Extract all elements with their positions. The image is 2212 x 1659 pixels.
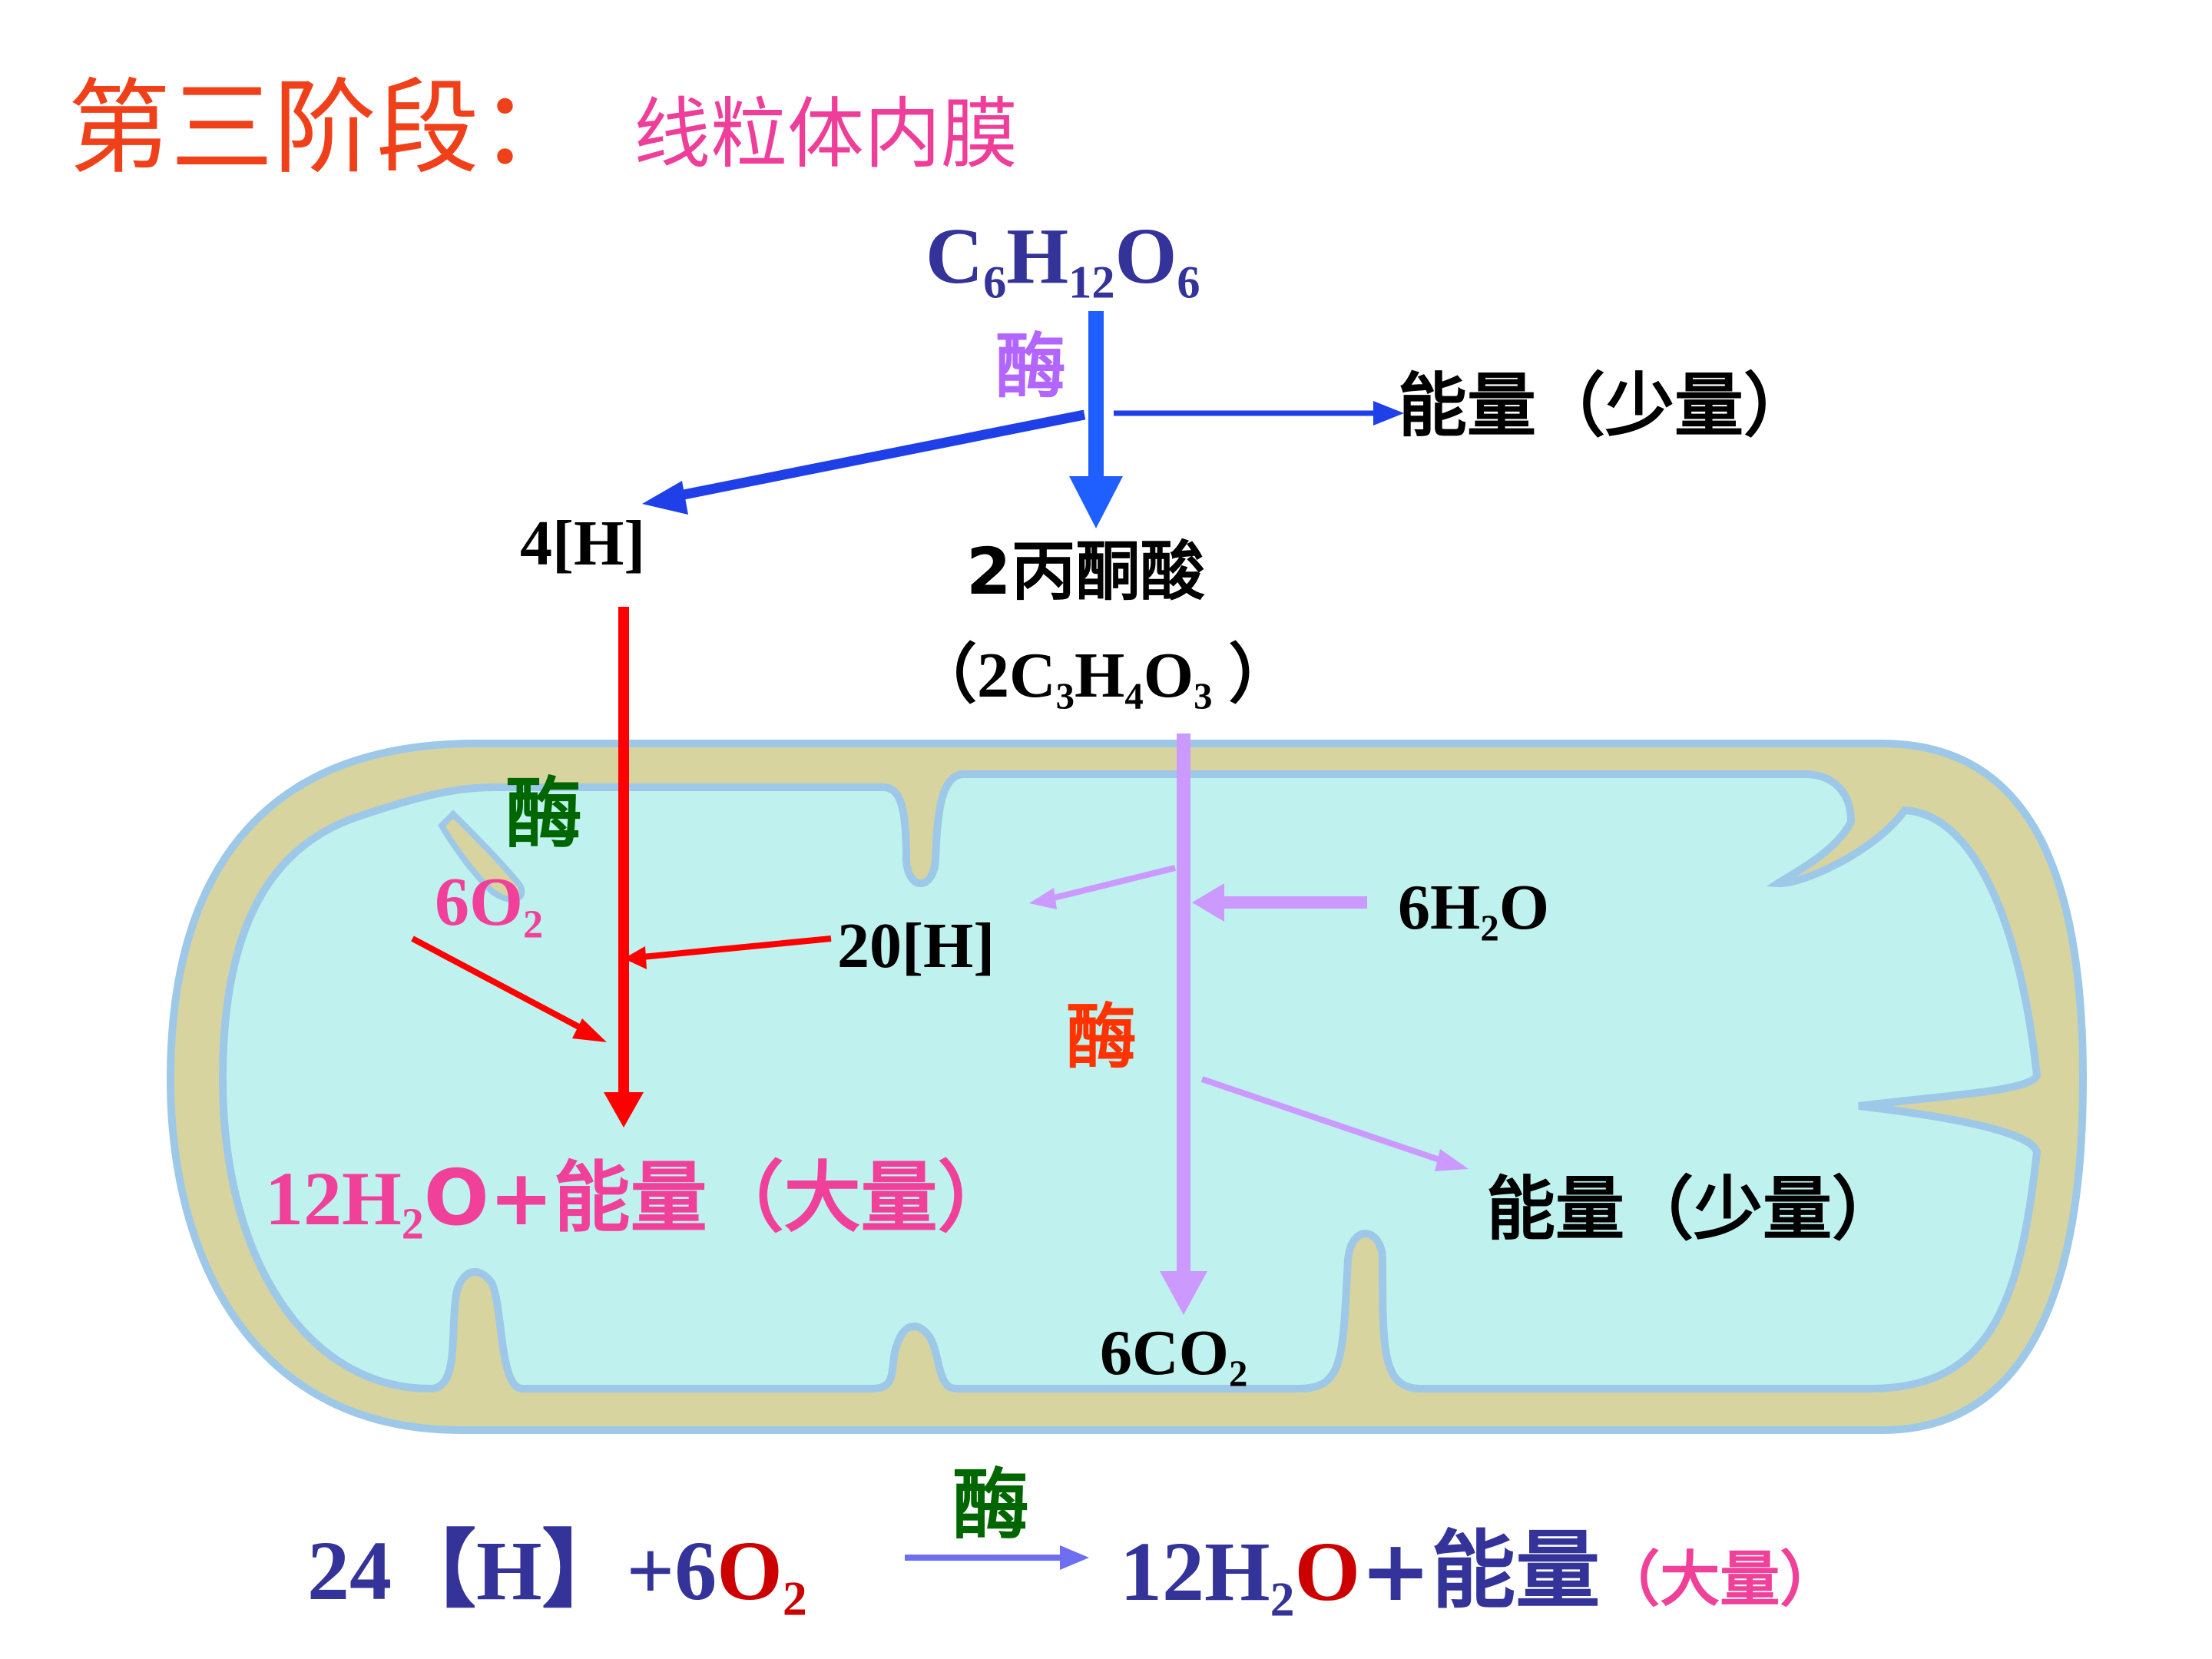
third-stage-arrows: [411, 607, 832, 1128]
water-input-label: 6H2O: [1398, 872, 1550, 949]
oxygen-label: 6O2: [435, 864, 544, 947]
energy-small-label-bottom: 能量（少量）: [1486, 1169, 1901, 1250]
arrow-icon: [1373, 401, 1404, 426]
arrow-icon: [1160, 1271, 1207, 1315]
enzyme-label-second-stage: 酶: [1066, 996, 1137, 1078]
arrow-icon: [604, 1092, 644, 1128]
page-subtitle: 线粒体内膜: [634, 89, 1018, 179]
equation-enzyme: 酶: [952, 1460, 1029, 1550]
co2-label: 6CO2: [1100, 1317, 1248, 1395]
glucose-formula: C6H12O6: [926, 212, 1200, 309]
equation-arrow: [905, 1545, 1089, 1570]
arrow-icon: [624, 946, 647, 969]
enzyme-label-glycolysis: 酶: [995, 326, 1067, 408]
arrow-icon: [1069, 476, 1123, 528]
h4-label: 4[H]: [520, 508, 646, 579]
equation-left: 24【H】+6O2: [307, 1524, 807, 1626]
crista-left: [437, 810, 525, 902]
energy-small-label-top: 能量（少量）: [1398, 366, 1813, 446]
arrow-icon: [1192, 883, 1224, 922]
arrow-icon: [572, 1018, 607, 1042]
matrix: [218, 770, 2041, 1393]
arrow-icon: [1029, 888, 1057, 909]
pyruvate-formula: （2C3H4O3 ）: [912, 640, 1293, 717]
second-stage-arrows: [1029, 733, 1469, 1315]
page-title: 第三阶段：: [68, 68, 583, 188]
product-large-energy: 12H2O+能量（大量）: [265, 1153, 1015, 1249]
pyruvate-name: 2丙酮酸: [966, 534, 1205, 609]
arrow-icon: [642, 481, 688, 515]
glycolysis-arrows: [642, 311, 1404, 528]
arrow-icon: [1060, 1545, 1089, 1570]
arrow-icon: [1435, 1149, 1469, 1171]
enzyme-label-third-stage: 酶: [505, 769, 582, 859]
equation-right: 12H2O+能量（大量）: [1120, 1522, 1840, 1627]
h20-label: 20[H]: [837, 910, 995, 982]
